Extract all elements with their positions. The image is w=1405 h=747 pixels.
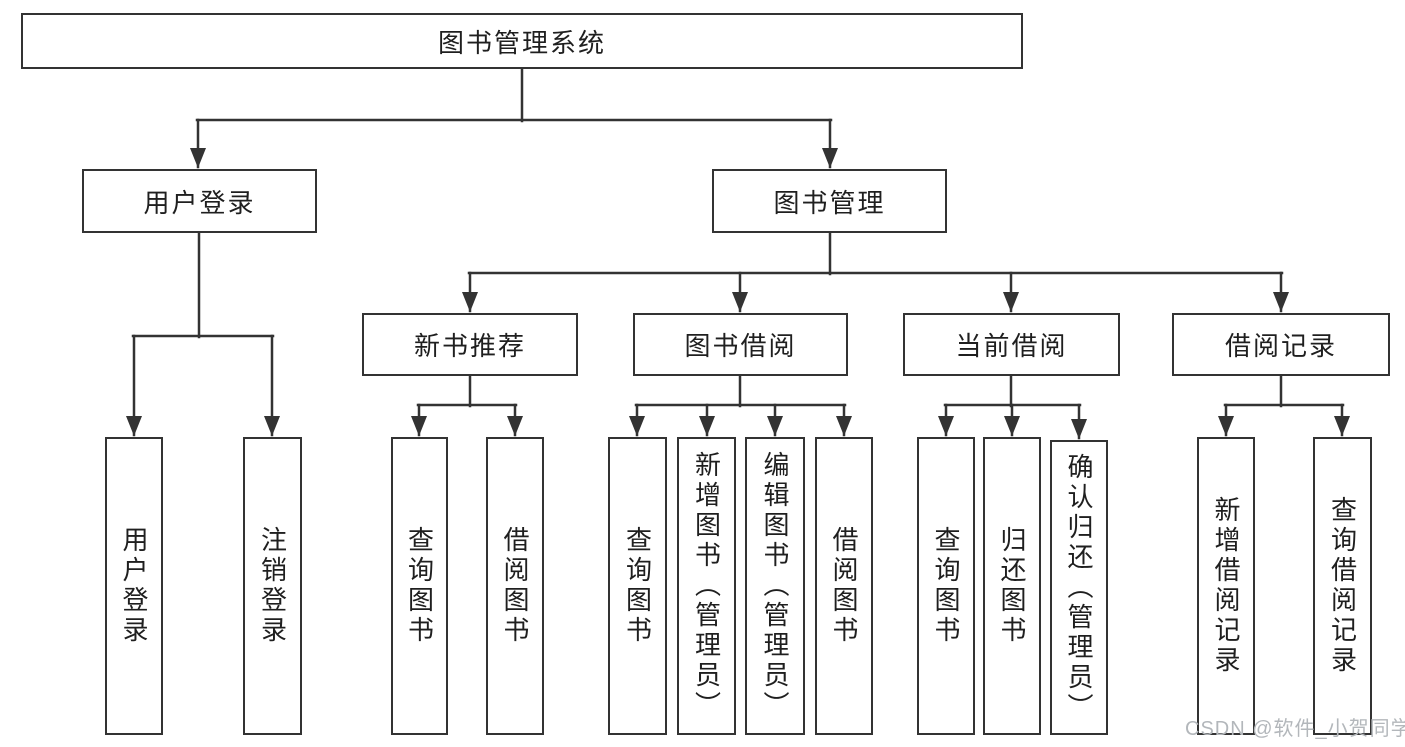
node-book-borrow: 图书借阅 (633, 313, 848, 376)
leaf-cb-confirm-return-admin: 确认归还（管理员） (1050, 440, 1108, 735)
leaf-bb-borrow-books: 借阅图书 (815, 437, 873, 735)
leaf-br-add-record: 新增借阅记录 (1197, 437, 1255, 735)
node-current-borrow: 当前借阅 (903, 313, 1120, 376)
leaf-user-login: 用户登录 (105, 437, 163, 735)
leaf-cb-return-books: 归还图书 (983, 437, 1041, 735)
node-book-management: 图书管理 (712, 169, 947, 233)
leaf-bb-query-books: 查询图书 (608, 437, 667, 735)
node-new-book-recommend: 新书推荐 (362, 313, 578, 376)
leaf-logout: 注销登录 (243, 437, 302, 735)
watermark: CSDN @软件_小贺同学 (1185, 718, 1405, 740)
leaf-cb-query-books: 查询图书 (917, 437, 975, 735)
node-borrow-records: 借阅记录 (1172, 313, 1390, 376)
node-user-login: 用户登录 (82, 169, 317, 233)
leaf-bb-edit-books-admin: 编辑图书（管理员） (745, 437, 805, 735)
leaf-nb-borrow-books: 借阅图书 (486, 437, 544, 735)
leaf-bb-add-books-admin: 新增图书（管理员） (677, 437, 736, 735)
leaf-br-query-record: 查询借阅记录 (1313, 437, 1372, 735)
leaf-nb-query-books: 查询图书 (391, 437, 448, 735)
node-library-management-system: 图书管理系统 (21, 13, 1023, 69)
